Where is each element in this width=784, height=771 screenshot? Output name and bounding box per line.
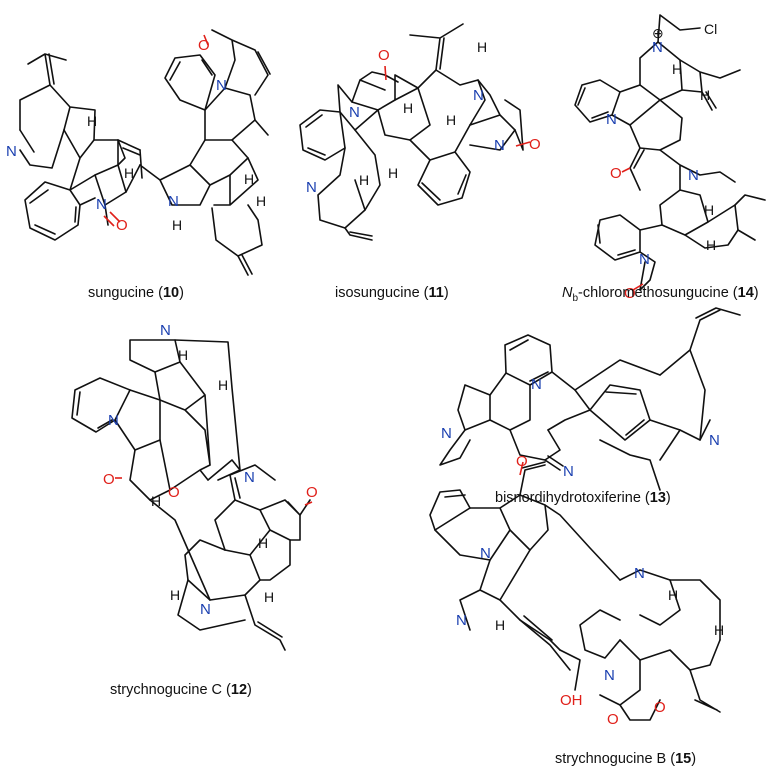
svg-text:O: O (607, 711, 619, 728)
svg-text:O: O (624, 285, 636, 302)
svg-text:N: N (6, 143, 17, 160)
svg-text:N: N (639, 251, 650, 268)
svg-text:H: H (258, 535, 268, 551)
svg-text:N: N (96, 196, 107, 213)
svg-text:H: H (477, 39, 487, 55)
svg-text:N: N (709, 432, 720, 449)
svg-text:H: H (359, 172, 369, 188)
svg-text:H: H (218, 377, 228, 393)
svg-text:N: N (108, 412, 119, 429)
svg-text:N: N (200, 601, 211, 618)
svg-text:⊕: ⊕ (652, 25, 664, 41)
svg-text:H: H (244, 171, 254, 187)
svg-text:N: N (441, 425, 452, 442)
svg-text:N: N (494, 137, 505, 154)
caption-bisnordihydrotoxiferine: bisnordihydrotoxiferine (13) (495, 490, 671, 506)
svg-text:O: O (168, 484, 180, 501)
structure-bisnordihydrotoxiferine: N N N N (439, 307, 741, 491)
svg-text:H: H (672, 61, 682, 77)
svg-text:O: O (529, 136, 541, 153)
svg-text:O: O (654, 699, 666, 716)
svg-text:H: H (264, 589, 274, 605)
svg-text:N: N (480, 545, 491, 562)
structure-strychnogucine-c: N H H N O H O N O H N H H (71, 322, 318, 651)
svg-text:H: H (446, 112, 456, 128)
caption-chloromethosungucine: Nb-chloromethosungucine (14) (562, 285, 759, 304)
structure-strychnogucine-b: N O N H OH N H H N O O (429, 453, 724, 728)
structure-chloromethosungucine: Cl N ⊕ N O N N O H H H H (574, 14, 766, 302)
svg-text:O: O (116, 217, 128, 234)
svg-text:H: H (495, 617, 505, 633)
svg-text:H: H (388, 165, 398, 181)
caption-sungucine: sungucine (10) (88, 285, 184, 301)
svg-text:OH: OH (560, 692, 583, 709)
svg-text:O: O (103, 471, 115, 488)
svg-text:H: H (704, 202, 714, 218)
svg-text:N: N (160, 322, 171, 339)
caption-strychnogucine-b: strychnogucine B (15) (555, 751, 696, 767)
svg-text:N: N (306, 179, 317, 196)
svg-text:H: H (124, 165, 134, 181)
structure-sungucine: N N O N O N H H H H H (6, 29, 271, 276)
svg-text:N: N (634, 565, 645, 582)
svg-text:H: H (714, 622, 724, 638)
caption-strychnogucine-c: strychnogucine C (12) (110, 682, 252, 698)
structure-isosungucine: N O N O N N H H H H H (299, 23, 541, 241)
svg-text:N: N (456, 612, 467, 629)
caption-isosungucine: isosungucine (11) (335, 285, 449, 301)
svg-text:O: O (610, 165, 622, 182)
svg-text:N: N (688, 167, 699, 184)
svg-text:H: H (668, 587, 678, 603)
svg-text:H: H (256, 193, 266, 209)
svg-text:N: N (168, 193, 179, 210)
svg-text:N: N (216, 77, 227, 94)
svg-text:H: H (178, 347, 188, 363)
svg-text:N: N (652, 39, 663, 56)
svg-text:H: H (706, 237, 716, 253)
svg-text:N: N (604, 667, 615, 684)
svg-text:O: O (516, 453, 528, 470)
svg-text:N: N (606, 111, 617, 128)
svg-text:N: N (531, 376, 542, 393)
svg-text:O: O (198, 37, 210, 54)
svg-text:H: H (172, 217, 182, 233)
svg-text:H: H (403, 100, 413, 116)
svg-text:H: H (170, 587, 180, 603)
svg-text:N: N (473, 87, 484, 104)
svg-text:H: H (700, 87, 710, 103)
svg-text:H: H (151, 493, 161, 509)
svg-text:N: N (244, 469, 255, 486)
svg-text:N: N (563, 463, 574, 480)
svg-text:Cl: Cl (704, 21, 717, 37)
svg-text:O: O (378, 47, 390, 64)
svg-text:H: H (87, 113, 97, 129)
svg-text:O: O (306, 484, 318, 501)
svg-text:N: N (349, 104, 360, 121)
